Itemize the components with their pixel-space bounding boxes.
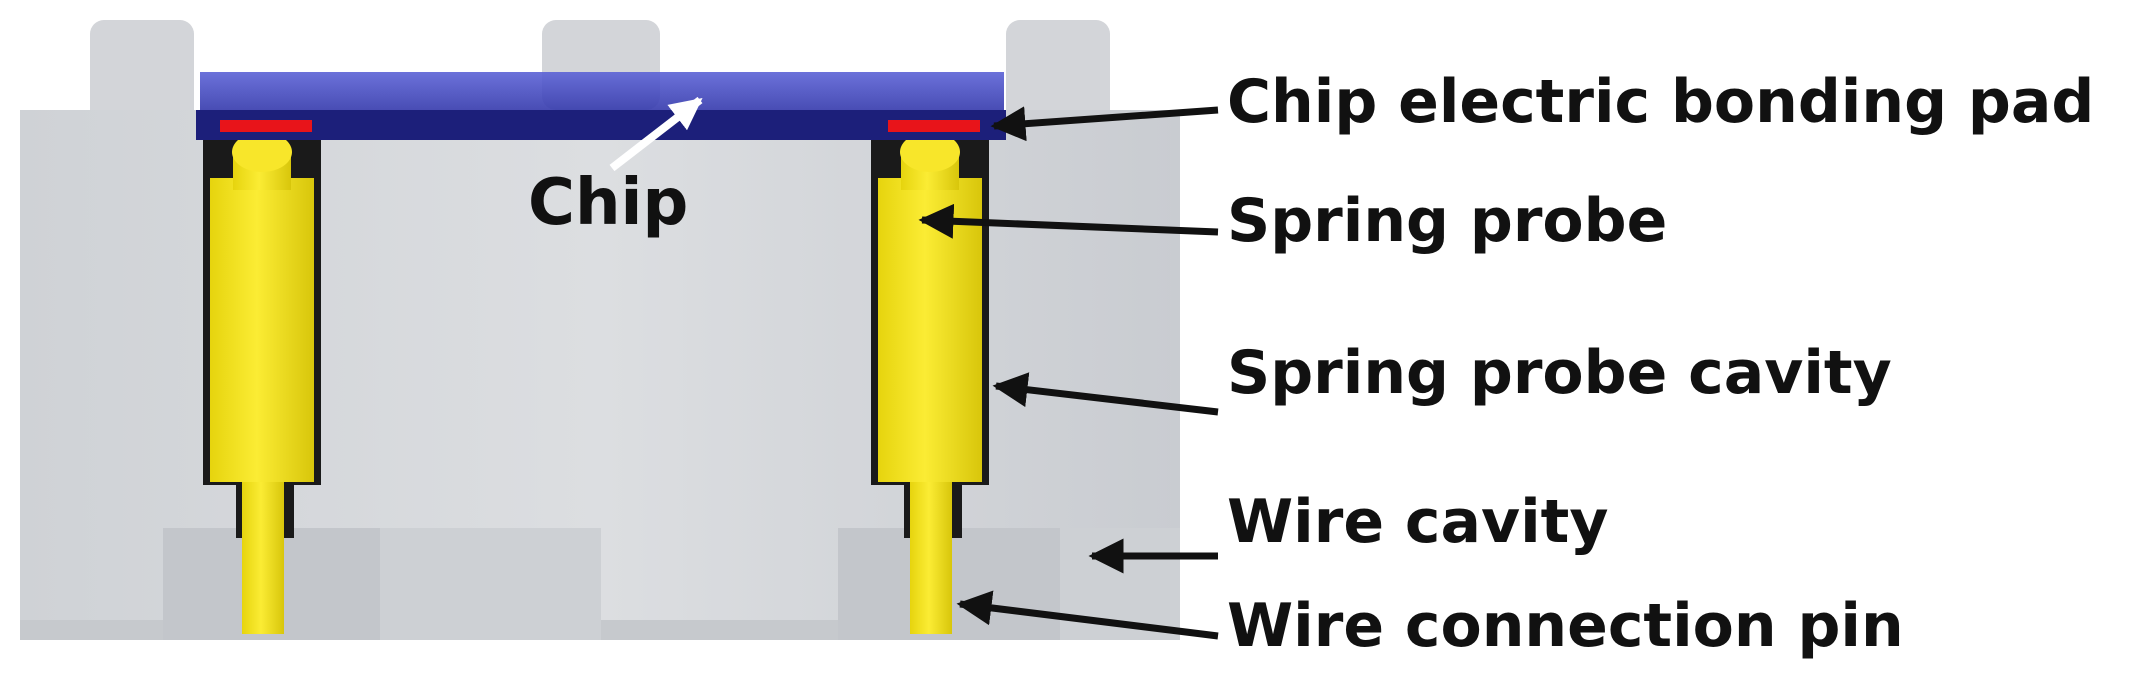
housing-top-tab-left xyxy=(90,20,194,130)
chip-label: Chip xyxy=(528,166,689,240)
wire-cavities xyxy=(163,528,1180,640)
chip xyxy=(196,72,1006,140)
spring-probe-right-tip xyxy=(900,132,960,172)
spring-probes xyxy=(210,132,982,634)
wire-connection-pin-left xyxy=(242,482,284,634)
chip-bottom-layer xyxy=(196,110,1006,140)
wire-cavity-left-inner xyxy=(380,528,601,640)
spring-probe-label: Spring probe xyxy=(1227,186,1668,256)
spring-probe-left-barrel xyxy=(210,178,314,482)
callout-arrows xyxy=(609,96,1219,640)
bonding-pad-label: Chip electric bonding pad xyxy=(1227,67,2095,137)
arrow-chip xyxy=(609,96,703,172)
arrow-wire-connection-pin xyxy=(956,590,1219,640)
arrow-spring-probe xyxy=(918,203,1219,239)
housing-top-tab-right xyxy=(1006,20,1110,130)
bonding-pad-right xyxy=(888,120,980,132)
spring-probe-cavity-label: Spring probe cavity xyxy=(1227,338,1892,408)
spring-probe-left-tip xyxy=(232,132,292,172)
wire-cavity-label: Wire cavity xyxy=(1227,487,1609,557)
arrow-spring-probe-cavity xyxy=(992,372,1219,416)
wire-connection-pin-label: Wire connection pin xyxy=(1227,591,1904,661)
bonding-pad-left xyxy=(220,120,312,132)
arrow-bonding-pad xyxy=(990,106,1219,142)
wire-connection-pin-right xyxy=(910,482,952,634)
